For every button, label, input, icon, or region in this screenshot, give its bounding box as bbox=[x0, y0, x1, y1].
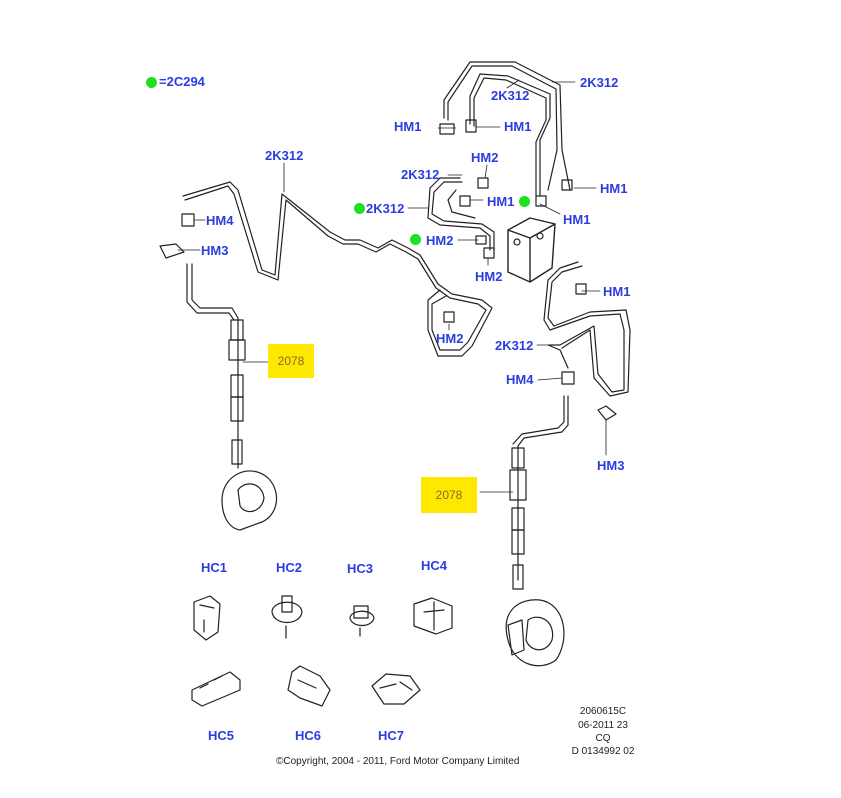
brake-caliper-left bbox=[221, 470, 278, 531]
hcu-block bbox=[507, 217, 556, 283]
label-hm2-low[interactable]: HM2 bbox=[475, 269, 503, 284]
label-hc2[interactable]: HC2 bbox=[276, 560, 303, 575]
brake-disc-right bbox=[505, 599, 565, 667]
label-hc6[interactable]: HC6 bbox=[295, 728, 322, 743]
brake-line-long bbox=[182, 181, 493, 357]
part-2078-left[interactable]: 2078 bbox=[268, 344, 314, 378]
brake-line-long-b bbox=[184, 185, 487, 351]
hose-left-fitting-5 bbox=[231, 439, 243, 465]
fitting-hm1-right bbox=[561, 179, 573, 191]
fitting-hm1-under bbox=[535, 195, 547, 207]
label-hm1-b[interactable]: HM1 bbox=[504, 119, 532, 134]
clip-hc1 bbox=[193, 595, 221, 641]
label-hc4[interactable]: HC4 bbox=[421, 558, 448, 573]
hose-left-b bbox=[186, 263, 235, 321]
brake-line-mid bbox=[427, 177, 491, 251]
hose-left-fitting-3 bbox=[230, 374, 244, 398]
fitting-hm2-dot bbox=[475, 235, 487, 245]
fitting-hm1-b bbox=[465, 119, 477, 133]
label-2k312-mid[interactable]: 2K312 bbox=[401, 167, 440, 182]
label-hm1-lower[interactable]: HM1 bbox=[603, 284, 631, 299]
label-2k312-lower[interactable]: 2K312 bbox=[495, 338, 534, 353]
label-2k312-dot[interactable]: 2K312 bbox=[366, 201, 405, 216]
dot-hm2 bbox=[410, 234, 421, 245]
hose-right-fitting-4 bbox=[511, 529, 525, 555]
clip-hc6 bbox=[287, 665, 331, 707]
legend-dot bbox=[146, 77, 157, 88]
fitting-hm1-c bbox=[459, 195, 471, 207]
dot-2k312 bbox=[354, 203, 365, 214]
label-hm1-a[interactable]: HM1 bbox=[394, 119, 422, 134]
hose-right-fitting-2 bbox=[509, 469, 527, 501]
label-hc1[interactable]: HC1 bbox=[201, 560, 228, 575]
fitting-hm4-left bbox=[181, 213, 195, 227]
clip-hc3 bbox=[349, 605, 375, 637]
fitting-hm3-left bbox=[159, 243, 185, 259]
hose-left-fitting-1 bbox=[230, 319, 244, 341]
label-hm2-center[interactable]: HM2 bbox=[436, 331, 464, 346]
hose-right-b bbox=[512, 395, 565, 445]
brake-line-right-b bbox=[547, 265, 631, 397]
fitting-hm1-lower bbox=[575, 283, 587, 295]
clip-hc2 bbox=[271, 595, 303, 639]
fitting-hm2-center bbox=[443, 311, 455, 323]
label-hm4-right[interactable]: HM4 bbox=[506, 372, 534, 387]
hose-right-fitting-5 bbox=[512, 564, 524, 590]
brake-line-top-c bbox=[469, 73, 551, 196]
dot-hm1-c bbox=[519, 196, 530, 207]
fitting-hm3-right bbox=[597, 405, 617, 421]
label-hm4-left[interactable]: HM4 bbox=[206, 213, 234, 228]
hose-left-fitting-4 bbox=[230, 396, 244, 422]
hose-right-fitting-1 bbox=[511, 447, 525, 469]
leader-lines bbox=[177, 79, 607, 493]
hose-left-fitting-2 bbox=[228, 339, 246, 361]
copyright: ©Copyright, 2004 - 2011, Ford Motor Comp… bbox=[276, 756, 520, 767]
clip-hc4 bbox=[413, 597, 453, 635]
label-hm1-under[interactable]: HM1 bbox=[563, 212, 591, 227]
fitting-hm2-low bbox=[483, 247, 495, 259]
brake-line-top-b bbox=[447, 65, 558, 191]
clip-hc5 bbox=[191, 671, 241, 707]
brake-line-mid-b bbox=[431, 181, 495, 251]
label-2k312-left[interactable]: 2K312 bbox=[265, 148, 304, 163]
label-hc3[interactable]: HC3 bbox=[347, 561, 374, 576]
clip-hc7 bbox=[371, 673, 421, 705]
fitting-hm4-right bbox=[561, 371, 575, 385]
hose-left bbox=[191, 263, 239, 469]
brake-line-top bbox=[443, 61, 571, 191]
fitting-hm2-top bbox=[477, 177, 489, 189]
brake-line-mid-c bbox=[447, 189, 476, 219]
label-hm3-left[interactable]: HM3 bbox=[201, 243, 229, 258]
diagram-code: 2060615C bbox=[579, 706, 627, 717]
legend-2c294[interactable]: =2C294 bbox=[159, 74, 205, 89]
diagram-date: 06-2011 23 bbox=[578, 720, 628, 731]
label-hc7[interactable]: HC7 bbox=[378, 728, 405, 743]
part-2078-right[interactable]: 2078 bbox=[421, 477, 477, 513]
brake-line-right-c bbox=[547, 344, 569, 369]
fitting-hm1-a bbox=[439, 123, 455, 135]
brake-line-right bbox=[543, 261, 625, 393]
label-2k312-top[interactable]: 2K312 bbox=[491, 88, 530, 103]
label-hm1-right[interactable]: HM1 bbox=[600, 181, 628, 196]
label-hc5[interactable]: HC5 bbox=[208, 728, 235, 743]
label-hm3-right[interactable]: HM3 bbox=[597, 458, 625, 473]
label-2k312-top-right[interactable]: 2K312 bbox=[580, 75, 619, 90]
label-hm2-top[interactable]: HM2 bbox=[471, 150, 499, 165]
label-hm2-dot[interactable]: HM2 bbox=[426, 233, 454, 248]
brake-line-top-d bbox=[473, 77, 547, 196]
diagram-cq: CQ bbox=[595, 733, 611, 744]
diagram-doc-number: D 0134992 02 bbox=[571, 746, 635, 757]
label-hm1-c[interactable]: HM1 bbox=[487, 194, 515, 209]
